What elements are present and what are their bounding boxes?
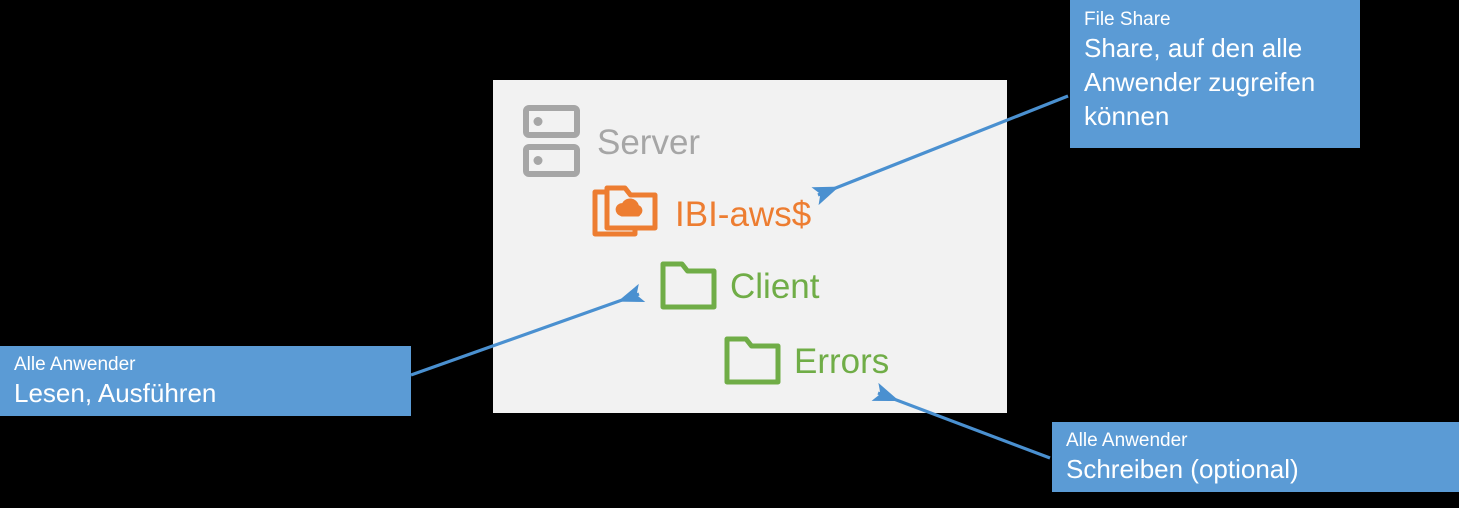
node-label-errors: Errors xyxy=(794,342,890,381)
server-panel: Server IBI-aws$ xyxy=(493,80,1007,413)
cloud-folder-icon xyxy=(591,182,663,249)
node-share[interactable]: IBI-aws$ xyxy=(591,182,811,249)
server-icon xyxy=(523,105,580,182)
folder-icon xyxy=(659,260,718,316)
folder-icon xyxy=(723,335,782,391)
callout-subtitle: Alle Anwender xyxy=(14,354,136,375)
node-server[interactable]: Server xyxy=(523,105,700,182)
callout-subtitle: Alle Anwender xyxy=(1066,430,1188,451)
callout-read-execute[interactable]: Alle Anwender Lesen, Ausführen xyxy=(0,346,411,416)
node-client[interactable]: Client xyxy=(659,260,819,316)
node-label-client: Client xyxy=(730,267,820,306)
callout-subtitle: File Share xyxy=(1084,9,1171,30)
callout-text: Schreiben (optional) xyxy=(1066,453,1299,484)
callout-text: Lesen, Ausführen xyxy=(14,377,217,408)
callout-text: Share, auf den alle Anwender zugreifen k… xyxy=(1084,32,1316,131)
node-label-server: Server xyxy=(597,123,701,162)
callout-write-optional[interactable]: Alle Anwender Schreiben (optional) xyxy=(1052,422,1459,492)
node-label-share: IBI-aws$ xyxy=(675,194,812,234)
node-errors[interactable]: Errors xyxy=(723,335,889,391)
callout-file-share[interactable]: File Share Share, auf den alle Anwender … xyxy=(1070,0,1360,148)
